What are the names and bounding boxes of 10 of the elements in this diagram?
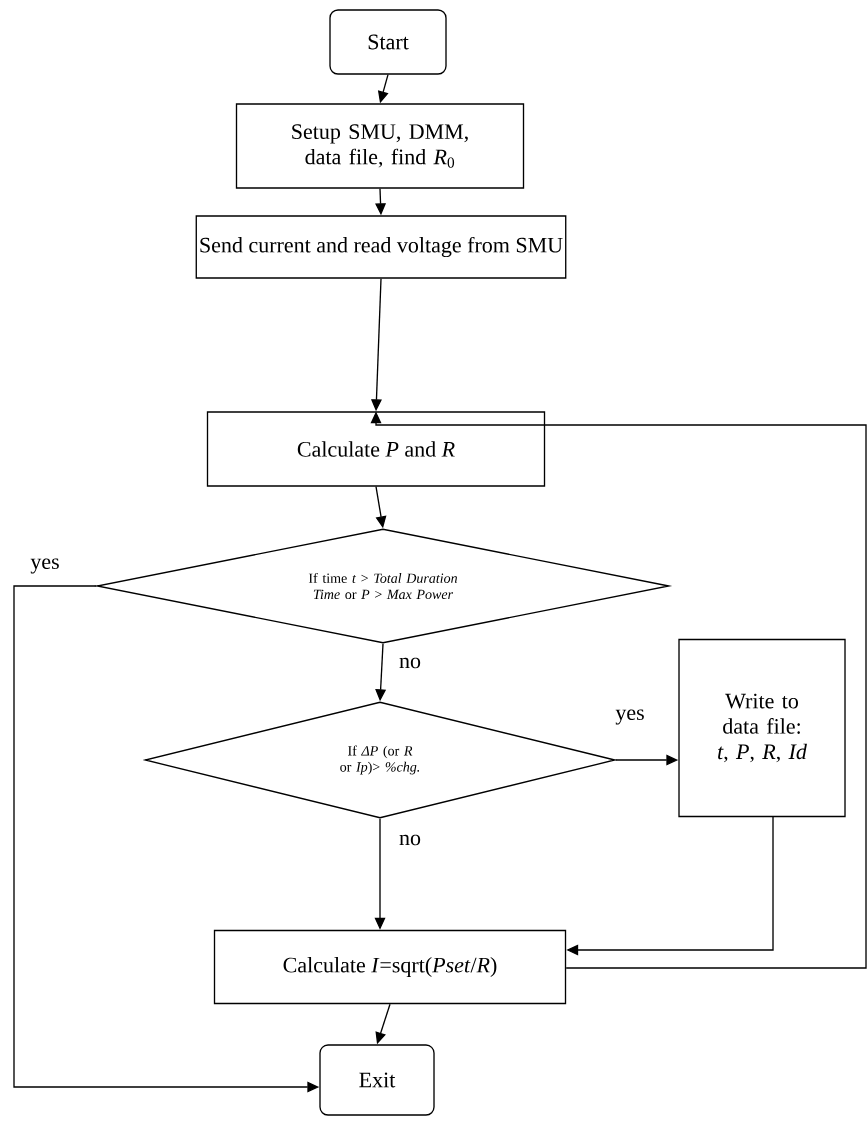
process-box: Write to data file: t, P, R, Id [678, 638, 846, 818]
process-box: Calculate I=sqrt(Pset/R) [213, 929, 567, 1005]
process-box: Calculate P and R [206, 411, 546, 487]
terminal-box: Exit [319, 1044, 435, 1116]
edge-label: yes [29, 557, 61, 575]
process-box: Send current and read voltage from SMU [195, 215, 567, 279]
edge-label: no [397, 656, 423, 670]
edge-label: no [397, 833, 423, 847]
terminal-box: Start [329, 9, 447, 75]
process-box: Setup SMU, DMM, data file, find R$_{0}$ [235, 103, 525, 189]
